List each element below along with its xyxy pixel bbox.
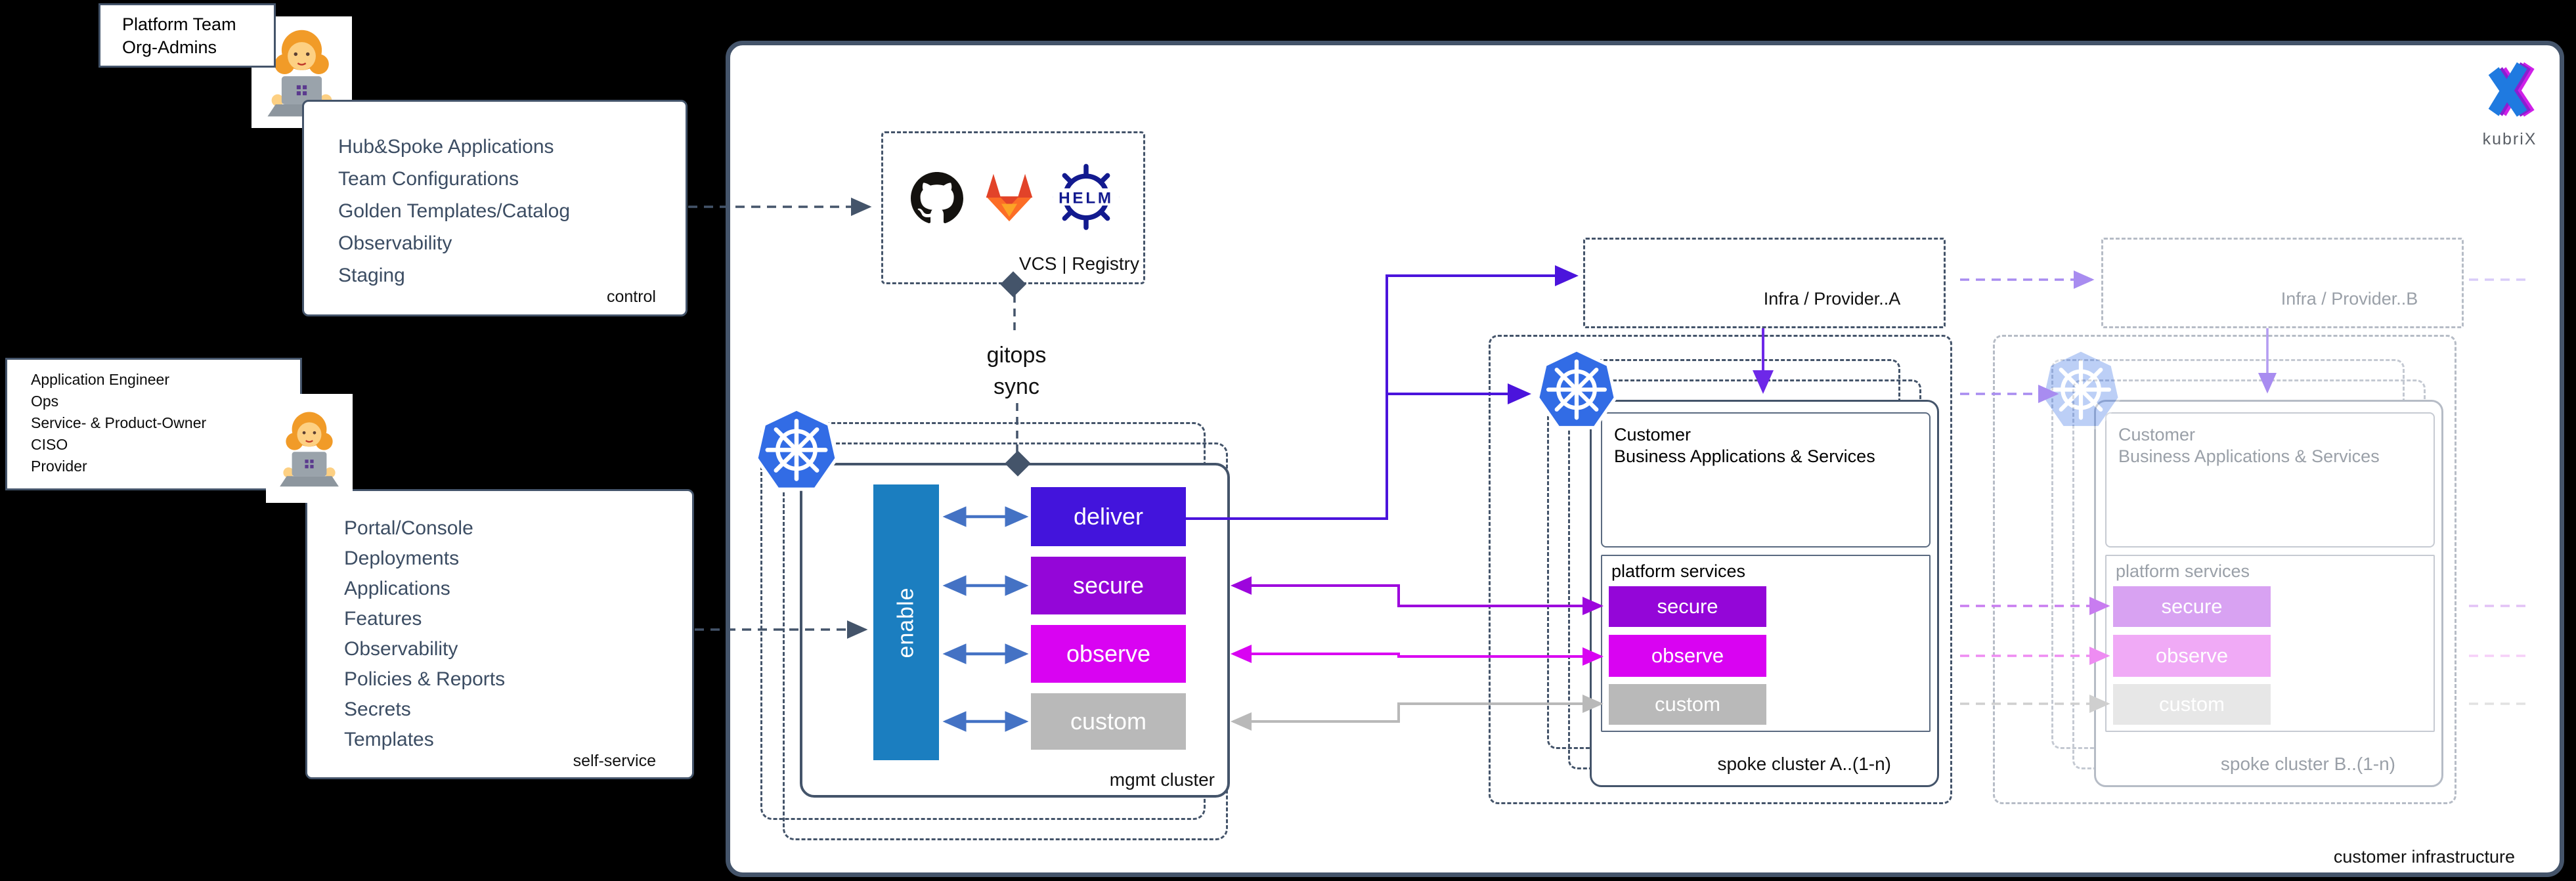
app-team-box: Application Engineer Ops Service- & Prod… — [5, 358, 302, 490]
spoke-cluster-a-outer-outline — [1489, 335, 1952, 804]
spoke-cluster-b-label: spoke cluster B..(1-n) — [2220, 754, 2395, 774]
control-item: Golden Templates/Catalog — [338, 200, 570, 222]
self-service-panel: Portal/Console Deployments Applications … — [305, 489, 694, 779]
capability-custom: custom — [1031, 693, 1186, 750]
kubernetes-icon — [2040, 345, 2122, 438]
helm-text: HELM — [1059, 189, 1114, 207]
infra-provider-b-label: Infra / Provider..B — [2281, 289, 2418, 309]
capability-secure: secure — [1031, 557, 1186, 614]
kubernetes-icon — [754, 404, 839, 499]
gitops-label-line1: gitops — [986, 343, 1047, 368]
spoke-b-customer-line1: Customer — [2118, 425, 2196, 444]
self-service-panel-label: self-service — [573, 752, 656, 770]
spoke-a-service-secure: secure — [1609, 586, 1766, 627]
capability-deliver: deliver — [1031, 487, 1186, 546]
self-service-item: Policies & Reports — [344, 668, 506, 690]
spoke-b-service-secure: secure — [2113, 586, 2271, 627]
app-team-line: Application Engineer — [31, 371, 169, 388]
app-team-line: Provider — [31, 458, 87, 475]
github-icon — [911, 172, 963, 225]
self-service-item: Deployments — [344, 548, 460, 569]
spoke-a-customer-line1: Customer — [1614, 425, 1692, 444]
kubrix-logo-icon — [2479, 56, 2539, 127]
customer-infrastructure-label: customer infrastructure — [2333, 847, 2515, 867]
control-panel: Hub&Spoke Applications Team Configuratio… — [302, 100, 688, 316]
spoke-a-service-custom: custom — [1609, 684, 1766, 725]
spoke-cluster-b-outer-outline — [1993, 335, 2456, 804]
capability-observe: observe — [1031, 625, 1186, 683]
self-service-item: Observability — [344, 638, 458, 660]
app-team-line: Service- & Product-Owner — [31, 414, 207, 431]
woman-technologist-icon — [266, 394, 353, 503]
gitlab-icon — [981, 171, 1037, 225]
control-item: Team Configurations — [338, 168, 519, 190]
spoke-b-customer-line2: Business Applications & Services — [2118, 446, 2380, 466]
platform-team-box: Platform Team Org-Admins — [98, 3, 276, 68]
app-team-emoji-card — [266, 394, 353, 503]
spoke-cluster-a-label: spoke cluster A..(1-n) — [1717, 754, 1891, 774]
self-service-item: Templates — [344, 729, 434, 750]
kubrix-logo-text: kubriX — [2482, 130, 2537, 148]
enable-label: enable — [893, 586, 919, 658]
spoke-b-service-observe: observe — [2113, 635, 2271, 677]
infra-provider-a-label: Infra / Provider..A — [1763, 289, 1901, 309]
infra-provider-a-box — [1583, 238, 1946, 328]
kubernetes-icon — [1535, 345, 1618, 438]
mgmt-cluster-label: mgmt cluster — [1109, 769, 1215, 790]
spoke-a-platform-services-label: platform services — [1611, 561, 1746, 581]
spoke-b-customer-box: Customer Business Applications & Service… — [2105, 412, 2435, 548]
spoke-a-service-observe: observe — [1609, 635, 1766, 677]
app-team-line: Ops — [31, 393, 59, 410]
self-service-item: Features — [344, 608, 422, 630]
gitops-label-line2: sync — [993, 374, 1039, 399]
spoke-a-customer-box: Customer Business Applications & Service… — [1601, 412, 1931, 548]
self-service-item: Portal/Console — [344, 517, 473, 539]
control-panel-label: control — [606, 288, 656, 306]
vcs-registry-label: VCS | Registry — [1018, 253, 1139, 274]
spoke-a-customer-line2: Business Applications & Services — [1614, 446, 1875, 466]
helm-icon: HELM — [1049, 159, 1123, 235]
spoke-b-service-custom: custom — [2113, 684, 2271, 725]
control-item: Hub&Spoke Applications — [338, 136, 554, 158]
platform-team-line2: Org-Admins — [122, 37, 217, 57]
enable-bar: enable — [873, 484, 939, 760]
platform-team-line1: Platform Team — [122, 14, 236, 34]
spoke-b-platform-services-label: platform services — [2116, 561, 2250, 581]
control-item: Staging — [338, 265, 405, 286]
self-service-item: Applications — [344, 578, 450, 599]
infra-provider-b-box — [2101, 238, 2464, 328]
control-item: Observability — [338, 232, 452, 254]
app-team-line: CISO — [31, 436, 68, 453]
woman-technologist-icon — [251, 16, 352, 128]
self-service-item: Secrets — [344, 698, 411, 720]
